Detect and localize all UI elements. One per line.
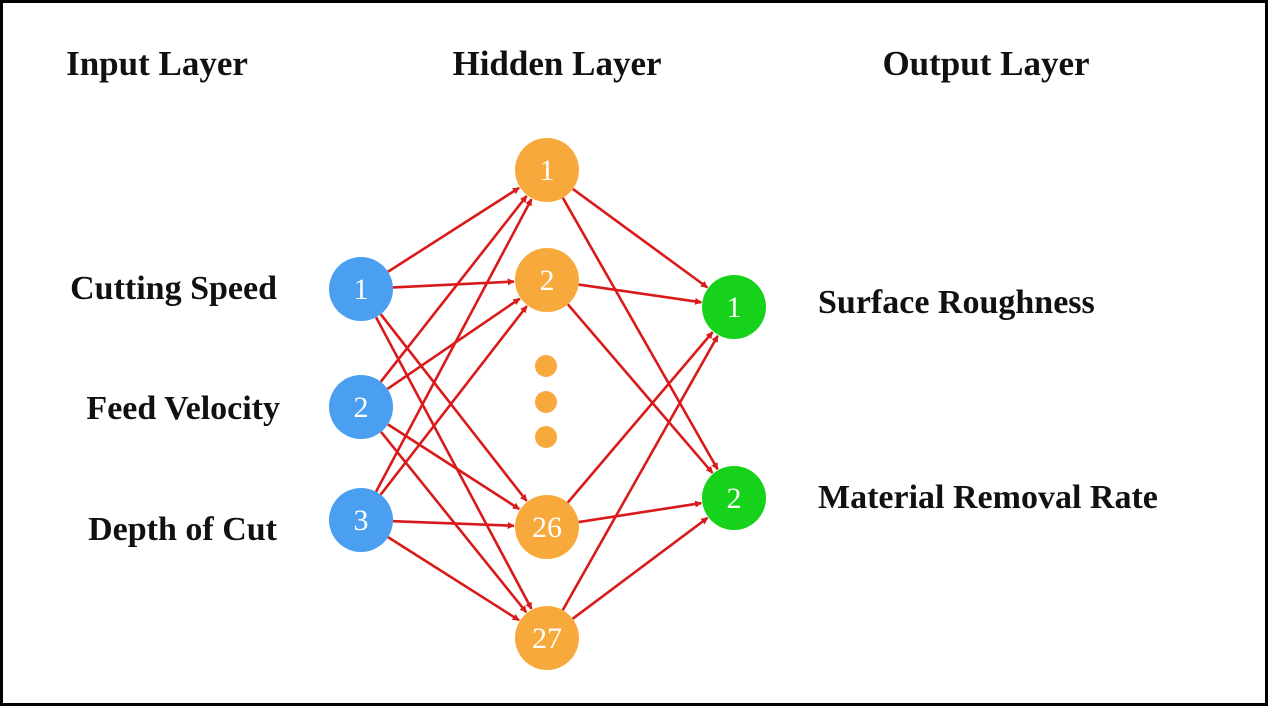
edge-input-1-to-hidden-2: [392, 278, 515, 289]
input-layer-header: Input Layer: [66, 44, 248, 83]
hidden-node-26-number: 26: [532, 511, 562, 544]
edge-hidden-2-to-output-1: [578, 283, 703, 305]
edge-hidden-27-to-output-1: [561, 335, 719, 611]
hidden-node-2: 2: [515, 248, 579, 312]
connection-edges: [374, 186, 719, 622]
edge-hidden-1-to-output-1: [572, 187, 709, 289]
edge-hidden-26-to-output-1: [566, 331, 714, 504]
edge-input-3-to-hidden-2: [379, 305, 528, 496]
hidden-node-1-circle: [515, 138, 579, 202]
hidden-node-27: 27: [515, 606, 579, 670]
ellipsis-dot-3: [535, 426, 557, 448]
edge-hidden-1-to-output-2: [561, 197, 719, 470]
edge-hidden-2-to-output-2: [566, 303, 714, 474]
hidden-layer-header: Hidden Layer: [452, 44, 661, 83]
edge-input-3-to-hidden-27: [387, 536, 520, 622]
hidden-node-26: 26: [515, 495, 579, 559]
hidden-node-27-number: 27: [532, 622, 562, 655]
hidden-ellipsis-dots: [535, 355, 557, 448]
output-node-1-number: 1: [727, 291, 742, 324]
output-node-2: 2: [702, 466, 766, 530]
input-node-3-number: 3: [354, 504, 369, 537]
output-label-material-removal-rate: Material Removal Rate: [818, 479, 1158, 516]
edge-hidden-26-to-output-2: [578, 500, 703, 524]
input-node-3-circle: [329, 488, 393, 552]
input-node-1: 1: [329, 257, 393, 321]
input-label-depth-of-cut: Depth of Cut: [88, 511, 278, 548]
hidden-node-2-circle: [515, 248, 579, 312]
output-layer-header: Output Layer: [882, 44, 1089, 83]
output-node-2-circle: [702, 466, 766, 530]
edge-input-2-to-hidden-1: [379, 195, 528, 383]
ellipsis-dot-2: [535, 391, 557, 413]
ellipsis-dot-1: [535, 355, 557, 377]
input-node-2-circle: [329, 375, 393, 439]
hidden-node-1-number: 1: [540, 154, 555, 187]
output-node-2-number: 2: [727, 482, 742, 515]
input-label-feed-velocity: Feed Velocity: [86, 390, 280, 427]
output-node-1-circle: [702, 275, 766, 339]
output-label-surface-roughness: Surface Roughness: [818, 284, 1095, 321]
hidden-node-26-circle: [515, 495, 579, 559]
input-node-3: 3: [329, 488, 393, 552]
hidden-node-2-number: 2: [540, 264, 555, 297]
edge-hidden-27-to-output-2: [571, 516, 709, 620]
input-label-cutting-speed: Cutting Speed: [70, 270, 277, 307]
hidden-node-1: 1: [515, 138, 579, 202]
input-node-1-number: 1: [354, 273, 369, 306]
hidden-node-27-circle: [515, 606, 579, 670]
network-nodes: 1 2 3 1 2 26 27 1 2: [329, 138, 766, 670]
edge-input-1-to-hidden-27: [374, 316, 533, 610]
edge-input-2-to-hidden-26: [387, 423, 520, 511]
edge-input-1-to-hidden-26: [379, 313, 528, 502]
input-node-2: 2: [329, 375, 393, 439]
input-node-1-circle: [329, 257, 393, 321]
edge-input-3-to-hidden-1: [374, 198, 533, 493]
edge-input-3-to-hidden-26: [392, 519, 515, 530]
edge-input-1-to-hidden-1: [387, 186, 520, 273]
input-node-2-number: 2: [354, 391, 369, 424]
output-node-1: 1: [702, 275, 766, 339]
